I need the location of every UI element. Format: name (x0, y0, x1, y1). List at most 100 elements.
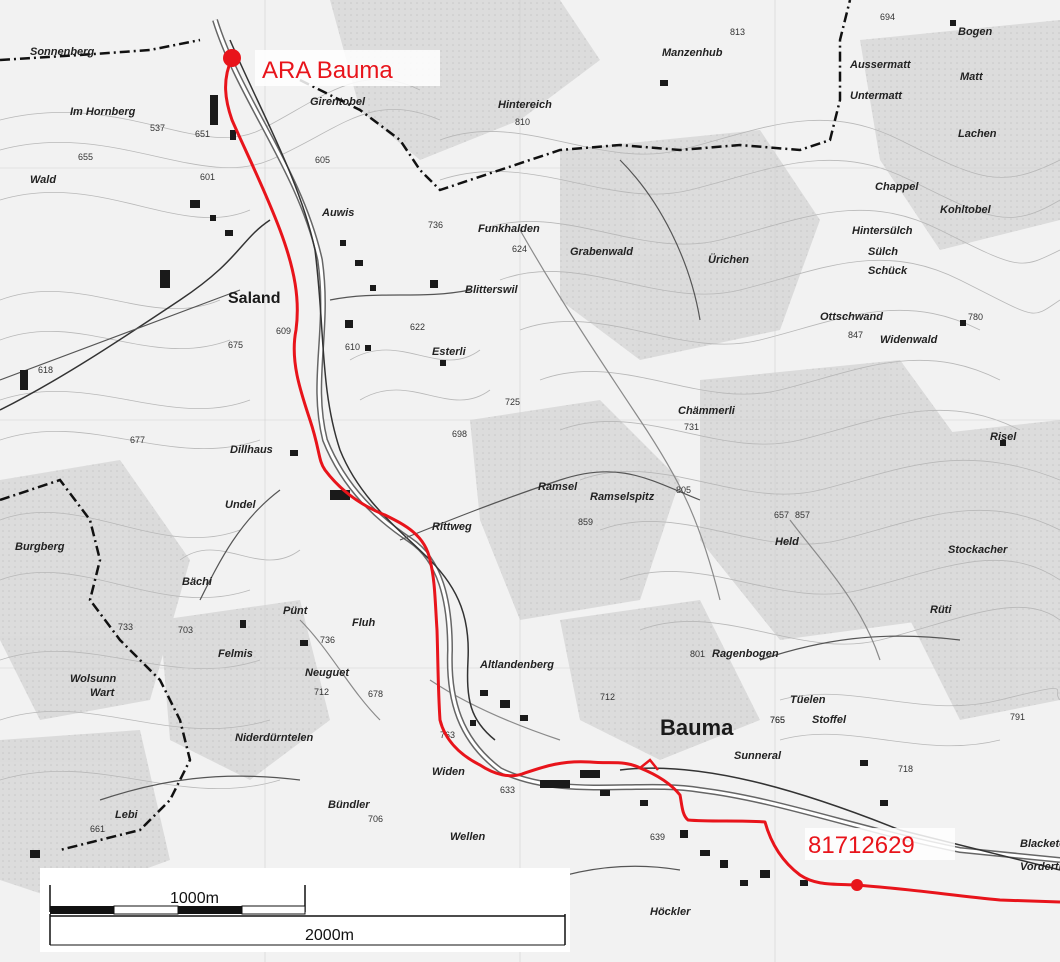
scale-label-1000: 1000m (170, 890, 219, 907)
place-label: Untermatt (850, 90, 903, 102)
place-label: Bündler (328, 799, 370, 811)
place-label: Wald (30, 174, 56, 186)
contour-lines (0, 79, 1060, 790)
place-label: Niderdürntelen (235, 732, 314, 744)
scale-label-2000: 2000m (305, 927, 354, 944)
start-label-bg (255, 50, 440, 86)
elevation-label: 810 (515, 117, 530, 127)
town-label: Bauma (660, 715, 734, 740)
place-label: Bogen (958, 26, 993, 38)
elevation-label: 609 (276, 326, 291, 336)
elevation-label: 847 (848, 330, 863, 340)
place-label: Stoffel (812, 714, 847, 726)
elevation-label: 633 (500, 785, 515, 795)
elevation-label: 601 (200, 172, 215, 182)
elevation-label: 703 (178, 625, 193, 635)
administrative-border (0, 0, 852, 852)
place-label: Widen (432, 766, 465, 778)
place-label: Hintersülch (852, 225, 913, 237)
elevation-label: 651 (195, 129, 210, 139)
elevation-label: 624 (512, 244, 527, 254)
place-label: Burgberg (15, 541, 65, 553)
elevation-label: 618 (38, 365, 53, 375)
elevation-label: 678 (368, 689, 383, 699)
start-marker[interactable] (223, 49, 241, 67)
place-label: Sonnenberg (30, 46, 94, 58)
elevation-label: 718 (898, 764, 913, 774)
place-label: Risel (990, 431, 1017, 443)
place-label: Neuguet (305, 667, 350, 679)
elevation-label: 622 (410, 322, 425, 332)
elevation-label: 605 (315, 155, 330, 165)
elevation-label: 698 (452, 429, 467, 439)
elevation-label: 805 (676, 485, 691, 495)
elevation-label: 712 (600, 692, 615, 702)
place-label: Im Hornberg (70, 106, 136, 118)
end-marker[interactable] (851, 879, 863, 891)
place-label: Matt (960, 71, 984, 83)
elevation-label: 765 (770, 715, 785, 725)
place-label: Lebi (115, 809, 139, 821)
place-label: Held (775, 536, 799, 548)
elevation-label: 655 (78, 152, 93, 162)
valley-road (212, 19, 1060, 863)
place-label: Tüelen (790, 694, 826, 706)
place-label: Ramselspitz (590, 491, 655, 503)
elevation-label: 657 (774, 510, 789, 520)
elevation-label: 537 (150, 123, 165, 133)
elevation-label: 859 (578, 517, 593, 527)
place-label: Lachen (958, 128, 997, 140)
place-label: Kohltobel (940, 204, 992, 216)
elevation-label: 736 (428, 220, 443, 230)
place-label: Ürichen (708, 253, 749, 266)
place-label: Pünt (283, 605, 309, 617)
place-label: Fluh (352, 617, 375, 629)
place-label: Vordertüfen (1020, 861, 1060, 873)
elevation-label: 675 (228, 340, 243, 350)
end-label-bg (805, 828, 955, 860)
elevation-label: 639 (650, 832, 665, 842)
place-label: Ramsel (538, 481, 578, 493)
elevation-label: 706 (368, 814, 383, 824)
secondary-roads (0, 159, 961, 901)
place-label: Wolsunn (70, 673, 117, 685)
place-label: Höckler (650, 906, 691, 918)
elevation-label: 725 (505, 397, 520, 407)
elevation-label: 712 (314, 687, 329, 697)
place-label: Dillhaus (230, 444, 273, 456)
elevation-label: 731 (684, 422, 699, 432)
elevation-label: 610 (345, 342, 360, 352)
place-label: Wellen (450, 831, 486, 843)
elevation-label: 791 (1010, 712, 1025, 722)
elevation-label: 813 (730, 27, 745, 37)
place-label: Chämmerli (678, 405, 736, 417)
streams (299, 229, 881, 741)
elevation-label: 733 (118, 622, 133, 632)
place-label: Ottschwand (820, 311, 883, 323)
place-label: Rüti (930, 604, 952, 616)
town-labels: Bauma Saland (228, 290, 734, 740)
route-spur (639, 758, 659, 771)
forest-areas (0, 0, 1060, 900)
place-label: Bächi (182, 576, 213, 588)
elevation-label: 661 (90, 824, 105, 834)
elevation-label: 677 (130, 435, 145, 445)
place-label: Blacketen (1020, 838, 1060, 850)
place-label: Manzenhub (662, 47, 723, 59)
town-label: Saland (228, 290, 280, 307)
start-label: ARA Bauma (262, 57, 393, 84)
elevation-label: 801 (690, 649, 705, 659)
place-label: Wart (90, 687, 116, 699)
place-label: Rittweg (432, 521, 472, 533)
elevation-label: 765 (770, 715, 785, 725)
place-label: Undel (225, 499, 257, 511)
place-label: Hintereich (498, 99, 552, 111)
place-label: Sunneral (734, 750, 782, 762)
place-label: Esterli (432, 346, 467, 358)
elevation-label: 857 (795, 510, 810, 520)
elevation-label: 694 (880, 12, 895, 22)
place-label: Stockacher (948, 544, 1008, 556)
place-label: Auwis (321, 207, 354, 219)
end-label: 81712629 (808, 832, 915, 859)
